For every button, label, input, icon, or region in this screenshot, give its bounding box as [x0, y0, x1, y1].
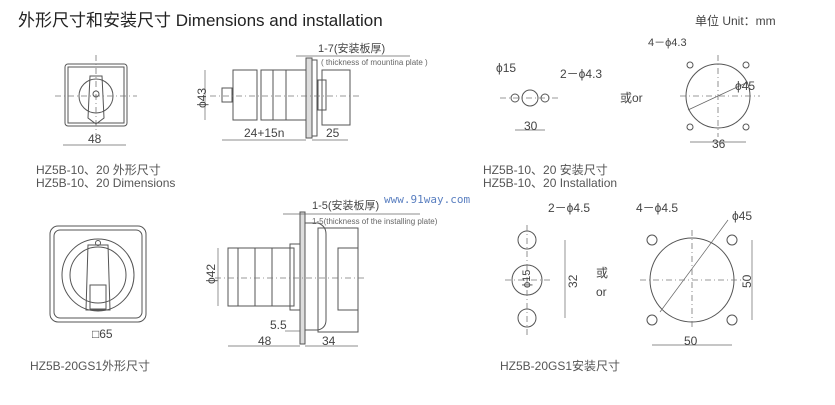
- plate-thickness-cn: 1-5(安装板厚): [312, 200, 380, 212]
- depth-label: 34: [322, 334, 336, 348]
- length-label: 24+15n: [244, 126, 285, 140]
- diameter-label: ϕ45: [735, 79, 756, 93]
- page-title: 外形尺寸和安装尺寸 Dimensions and installation: [18, 11, 383, 30]
- diameter-label: ϕ42: [204, 263, 218, 284]
- side-view-2: [215, 211, 420, 347]
- offset-label: 5.5: [270, 318, 287, 332]
- plate-thickness-en: ( thickness of mountina plate ): [321, 58, 428, 67]
- holes-label: 2－ϕ4.3: [560, 67, 603, 81]
- install-view-2: [505, 219, 753, 346]
- unit-label: 单位 Unit：mm: [695, 14, 776, 28]
- body-length-label: 48: [258, 334, 272, 348]
- hole-label: ϕ15: [496, 61, 517, 75]
- caption-en: HZ5B-10、20 Installation: [483, 176, 618, 190]
- or-en-label: or: [596, 285, 607, 299]
- height-label: 50: [740, 274, 754, 288]
- caption: HZ5B-20GS1安装尺寸: [500, 359, 621, 373]
- plate-thickness-en: 1-5(thickness of the installing plate): [312, 217, 438, 226]
- diameter-label: ϕ45: [732, 209, 753, 223]
- caption-cn: HZ5B-10、20 外形尺寸: [36, 163, 161, 177]
- or-cn-label: 或: [596, 266, 609, 280]
- plate-thickness-cn: 1-7(安装板厚): [318, 43, 386, 55]
- front-view-2: [49, 225, 147, 323]
- holes-label: 2－ϕ4.5: [548, 201, 591, 215]
- diameter-label: ϕ43: [195, 87, 209, 108]
- caption-cn: HZ5B-10、20 安装尺寸: [483, 163, 608, 177]
- side-view-1: [204, 55, 410, 141]
- holes4-label: 4－ϕ4.3: [648, 37, 687, 49]
- hole-label: ϕ15: [521, 269, 533, 288]
- square-label: □65: [92, 327, 113, 341]
- spacing-label: 32: [566, 274, 580, 288]
- or-label: 或or: [620, 91, 643, 105]
- square-label: 36: [712, 137, 726, 151]
- install-view-1: [500, 55, 760, 143]
- depth-label: 25: [326, 126, 340, 140]
- watermark: www.91way.com: [384, 193, 471, 206]
- width-label: 50: [684, 334, 698, 348]
- front-view-1: [55, 55, 137, 146]
- spacing-label: 30: [524, 119, 538, 133]
- width-label: 48: [88, 132, 102, 146]
- caption: HZ5B-20GS1外形尺寸: [30, 359, 151, 373]
- caption-en: HZ5B-10、20 Dimensions: [36, 176, 176, 190]
- holes4-label: 4－ϕ4.5: [636, 201, 679, 215]
